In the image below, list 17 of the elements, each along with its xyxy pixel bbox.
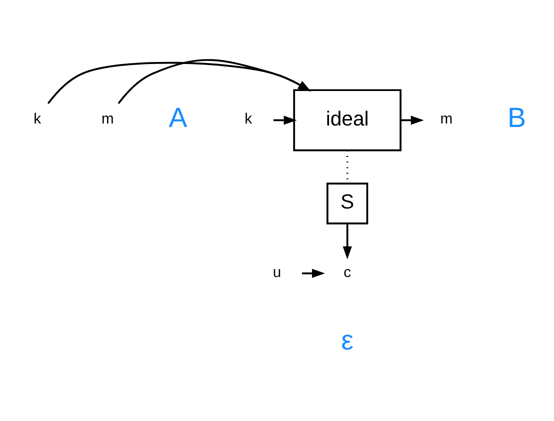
arrow	[342, 224, 352, 260]
node-text: c	[344, 264, 352, 281]
node-text: k	[34, 112, 41, 128]
label: B	[507, 102, 526, 134]
label: A	[168, 102, 188, 134]
label: ε	[341, 324, 354, 356]
node-text: u	[272, 264, 282, 281]
node-box: S	[326, 182, 368, 224]
node-box: ideal	[293, 89, 402, 152]
arrow	[47, 62, 311, 104]
node-text: m	[101, 112, 114, 128]
arrow	[302, 268, 325, 278]
node-text: k	[244, 112, 252, 128]
arrow	[118, 59, 311, 104]
node-text: m	[440, 112, 453, 128]
arrow	[273, 116, 297, 125]
arrow	[400, 116, 424, 125]
